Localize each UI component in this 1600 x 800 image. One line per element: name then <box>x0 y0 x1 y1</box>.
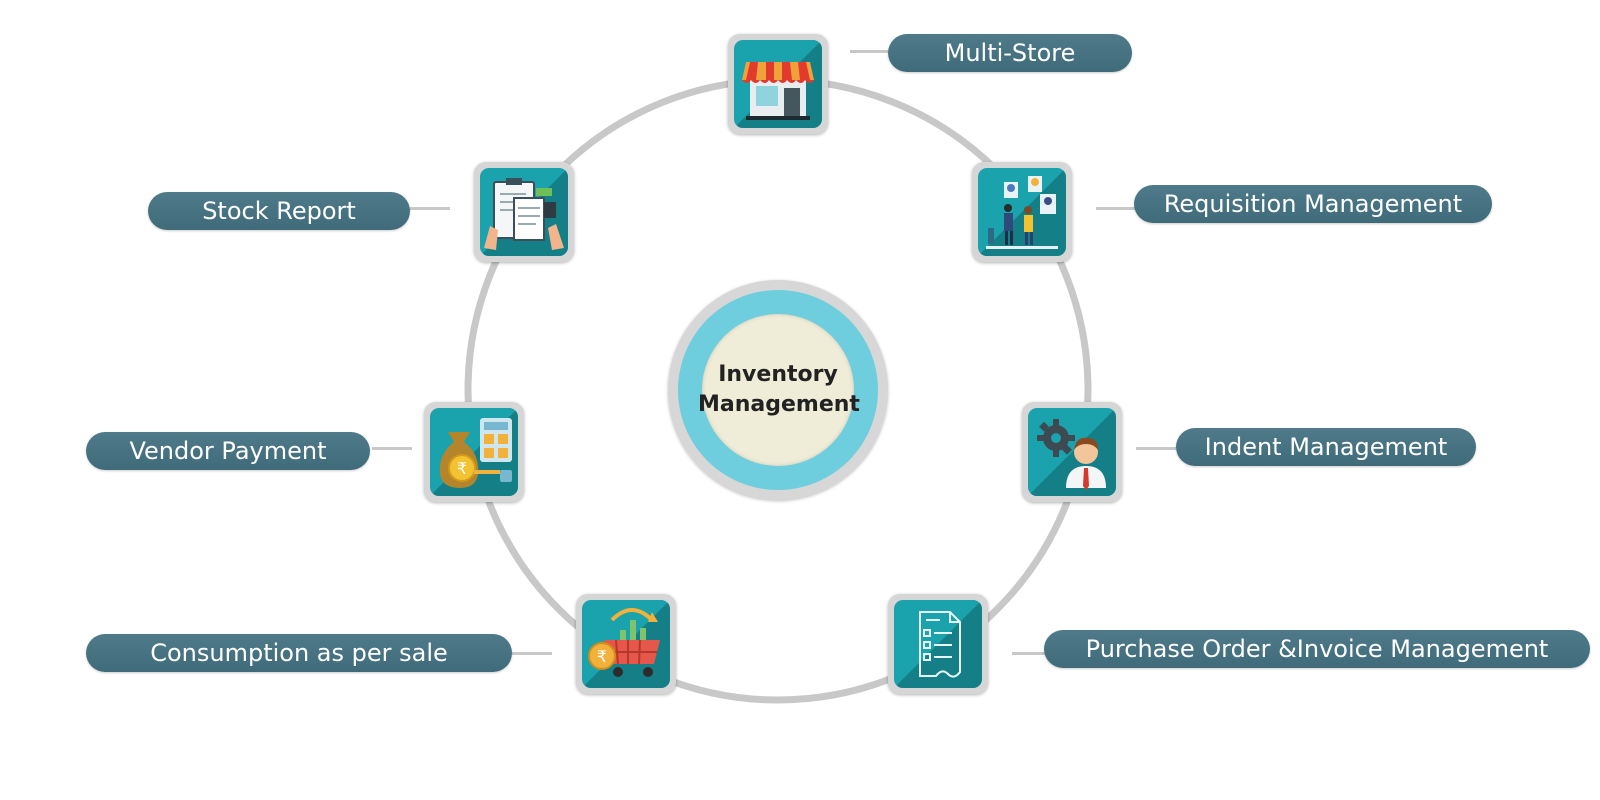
node-stock-report <box>474 162 574 262</box>
node-vendor-payment: ₹ <box>424 402 524 502</box>
team-meeting-icon <box>978 168 1066 256</box>
svg-text:₹: ₹ <box>457 459 467 478</box>
node-multi-store <box>728 34 828 134</box>
document-checklist-icon <box>894 600 982 688</box>
node-requisition <box>972 162 1072 262</box>
connector-indent <box>1136 447 1176 450</box>
label-indent: Indent Management <box>1176 428 1476 466</box>
center-title: Inventory Management <box>698 360 860 420</box>
connector-requisition <box>1096 207 1136 210</box>
node-indent <box>1022 402 1122 502</box>
center-title-line1: Inventory <box>718 362 838 387</box>
manager-gear-icon <box>1028 408 1116 496</box>
money-bag-calculator-icon: ₹ <box>430 408 518 496</box>
cart-chart-icon: ₹ <box>582 600 670 688</box>
connector-multi-store <box>850 50 888 53</box>
center-hub: Inventory Management <box>668 280 888 500</box>
label-consumption: Consumption as per sale <box>86 634 512 672</box>
storefront-icon <box>734 40 822 128</box>
svg-text:₹: ₹ <box>597 647 607 666</box>
label-vendor-payment: Vendor Payment <box>86 432 370 470</box>
center-title-line2: Management <box>698 392 860 417</box>
label-purchase-order: Purchase Order &Invoice Management <box>1044 630 1590 668</box>
label-stock-report: Stock Report <box>148 192 410 230</box>
connector-consumption <box>512 652 552 655</box>
node-consumption: ₹ <box>576 594 676 694</box>
invoice-clipboard-icon <box>480 168 568 256</box>
node-purchase-order <box>888 594 988 694</box>
connector-vendor-payment <box>372 447 412 450</box>
label-multi-store: Multi-Store <box>888 34 1132 72</box>
label-requisition: Requisition Management <box>1134 185 1492 223</box>
connector-stock-report <box>410 207 450 210</box>
connector-purchase-order <box>1012 652 1046 655</box>
